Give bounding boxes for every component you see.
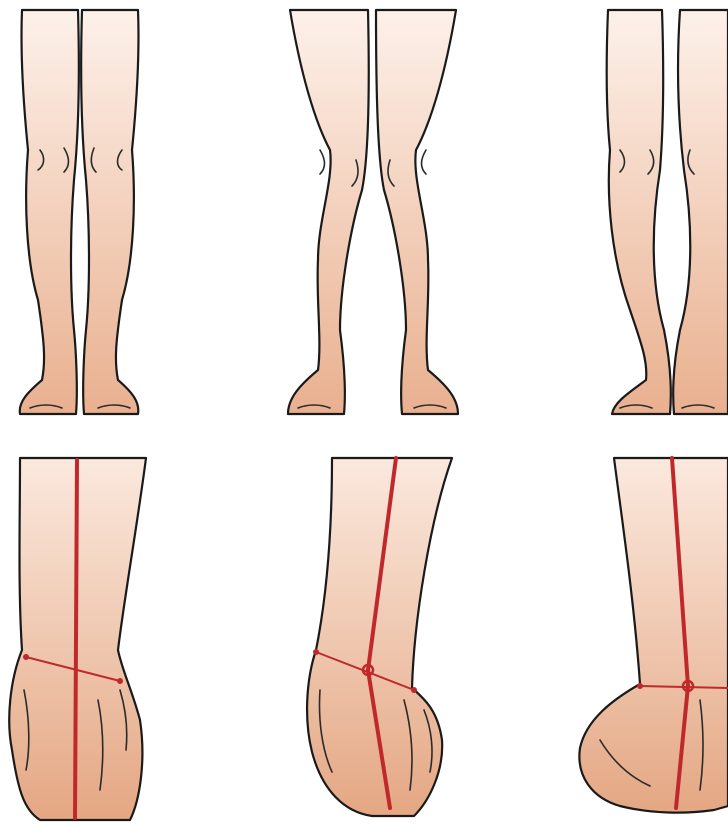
left-leg bbox=[288, 10, 369, 414]
heel-valgus bbox=[307, 458, 452, 816]
malleolus-point-left bbox=[637, 683, 643, 689]
legs-knock-knee bbox=[288, 10, 458, 414]
right-leg bbox=[81, 10, 138, 414]
legs-bow-leg bbox=[607, 10, 728, 414]
right-leg bbox=[673, 10, 728, 414]
malleolus-point-left bbox=[23, 654, 29, 660]
malleolus-point-right bbox=[411, 687, 417, 693]
left-leg bbox=[20, 10, 79, 414]
heel-neutral bbox=[9, 458, 146, 820]
heel-foot bbox=[579, 458, 728, 813]
heel-varus bbox=[579, 458, 728, 813]
malleolus-point-left bbox=[313, 649, 319, 655]
malleolus-point-right bbox=[117, 678, 123, 684]
heel-axis-line bbox=[75, 460, 77, 818]
legs-neutral bbox=[20, 10, 139, 414]
left-leg bbox=[607, 10, 671, 414]
right-leg bbox=[376, 10, 458, 414]
